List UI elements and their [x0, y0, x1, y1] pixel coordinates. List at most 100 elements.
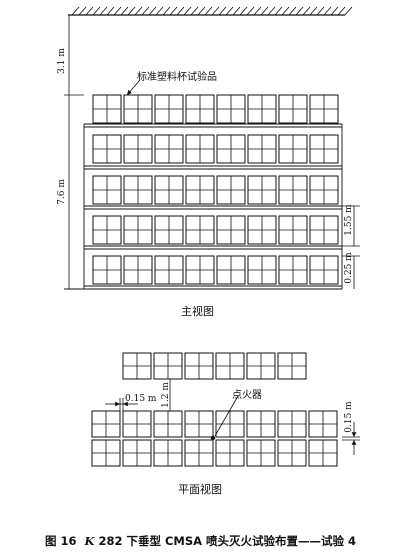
ceiling-hatch-stroke: [211, 6, 220, 16]
ceiling-hatch: [68, 6, 353, 16]
ceiling-hatch-stroke: [148, 6, 157, 16]
plan-main-box: [184, 439, 214, 467]
plan-view-commodities: [91, 352, 338, 467]
front-commodity-box: [309, 215, 339, 245]
ceiling-hatch-stroke: [330, 6, 339, 16]
ceiling-hatch-stroke: [162, 6, 171, 16]
front-commodity-box: [123, 255, 153, 285]
front-commodity-box: [185, 255, 215, 285]
plan-target-box: [277, 352, 307, 380]
plan-main-box: [215, 410, 245, 438]
plan-main-box: [277, 410, 307, 438]
front-commodity-box: [154, 175, 184, 205]
plan-target-box: [184, 352, 214, 380]
front-commodity-box: [309, 175, 339, 205]
front-commodity-box: [216, 134, 246, 164]
plan-main-box: [153, 410, 183, 438]
plan-main-box: [91, 410, 121, 438]
front-commodity-box: [216, 215, 246, 245]
front-commodity-box: [278, 94, 308, 124]
front-commodity-box: [123, 215, 153, 245]
plan-main-box: [184, 410, 214, 438]
ceiling-hatch-stroke: [134, 6, 143, 16]
dim-gap-small-label: 0.15 m: [125, 394, 157, 404]
front-commodity-box: [154, 215, 184, 245]
ceiling-hatch-stroke: [253, 6, 262, 16]
plan-target-box: [215, 352, 245, 380]
ceiling-hatch-stroke: [78, 6, 87, 16]
plan-main-box: [277, 439, 307, 467]
plan-main-box: [215, 439, 245, 467]
front-commodity-box: [247, 215, 277, 245]
front-commodity-box: [247, 134, 277, 164]
front-commodity-box: [216, 255, 246, 285]
ceiling-hatch-stroke: [225, 6, 234, 16]
front-commodity-box: [92, 134, 122, 164]
front-commodity-box: [92, 175, 122, 205]
dim-bottom-label: 0.25 m: [344, 252, 354, 284]
ceiling-hatch-stroke: [302, 6, 311, 16]
ceiling-hatch-stroke: [99, 6, 108, 16]
front-commodity-box: [185, 134, 215, 164]
plan-main-box: [153, 439, 183, 467]
ceiling-hatch-stroke: [127, 6, 136, 16]
front-commodity-box: [278, 255, 308, 285]
front-commodity-box: [309, 94, 339, 124]
front-commodity-box: [185, 175, 215, 205]
front-commodity-box: [123, 94, 153, 124]
front-commodity-box: [123, 134, 153, 164]
front-commodity-box: [247, 255, 277, 285]
ceiling-hatch-stroke: [190, 6, 199, 16]
plan-main-box: [91, 439, 121, 467]
ceiling-hatch-stroke: [85, 6, 94, 16]
figure-caption: 图 16 K 282 下垂型 CMSA 喷头灭火试验布置——试验 4: [0, 533, 401, 549]
dim-tier-label: 1.55 m: [344, 204, 354, 236]
ceiling-hatch-stroke: [309, 6, 318, 16]
front-commodity-box: [185, 94, 215, 124]
ceiling-hatch-stroke: [106, 6, 115, 16]
ceiling-hatch-stroke: [218, 6, 227, 16]
dim-flue-label: 0.15 m: [344, 401, 354, 433]
front-commodity-box: [278, 215, 308, 245]
igniter-point: [210, 435, 216, 441]
ceiling-hatch-stroke: [120, 6, 129, 16]
ceiling-hatch-stroke: [141, 6, 150, 16]
callout-leader: [126, 79, 141, 96]
plan-target-box: [122, 352, 152, 380]
ceiling-hatch-stroke: [197, 6, 206, 16]
ceiling-hatch-stroke: [113, 6, 122, 16]
ceiling-hatch-stroke: [344, 6, 353, 16]
ceiling-hatch-stroke: [337, 6, 346, 16]
ceiling-hatch-stroke: [232, 6, 241, 16]
ceiling-hatch-stroke: [246, 6, 255, 16]
igniter-label: 点火器: [232, 390, 262, 401]
ceiling-hatch-stroke: [267, 6, 276, 16]
front-view-commodities: [92, 94, 339, 285]
front-commodity-box: [154, 94, 184, 124]
plan-main-box: [122, 439, 152, 467]
dimension-lines: [64, 15, 360, 455]
ceiling-hatch-stroke: [92, 6, 101, 16]
front-commodity-box: [278, 134, 308, 164]
front-commodity-box: [247, 94, 277, 124]
caption-text: 282 下垂型 CMSA 喷头灭火试验布置——试验 4: [94, 534, 357, 548]
ceiling-hatch-stroke: [183, 6, 192, 16]
ceiling-hatch-stroke: [169, 6, 178, 16]
ceiling-hatch-stroke: [239, 6, 248, 16]
front-commodity-box: [123, 175, 153, 205]
ceiling-hatch-stroke: [204, 6, 213, 16]
front-commodity-box: [216, 94, 246, 124]
dim-total-label: 7.6 m: [57, 179, 67, 205]
front-commodity-box: [92, 255, 122, 285]
plan-main-box: [246, 439, 276, 467]
ceiling-hatch-stroke: [281, 6, 290, 16]
front-commodity-box: [309, 134, 339, 164]
plan-target-box: [246, 352, 276, 380]
plan-view-title: 平面视图: [178, 483, 222, 496]
ceiling-hatch-stroke: [288, 6, 297, 16]
caption-fig-no: 图 16: [44, 534, 77, 548]
plan-main-box: [308, 410, 338, 438]
front-commodity-box: [247, 175, 277, 205]
front-commodity-box: [154, 255, 184, 285]
